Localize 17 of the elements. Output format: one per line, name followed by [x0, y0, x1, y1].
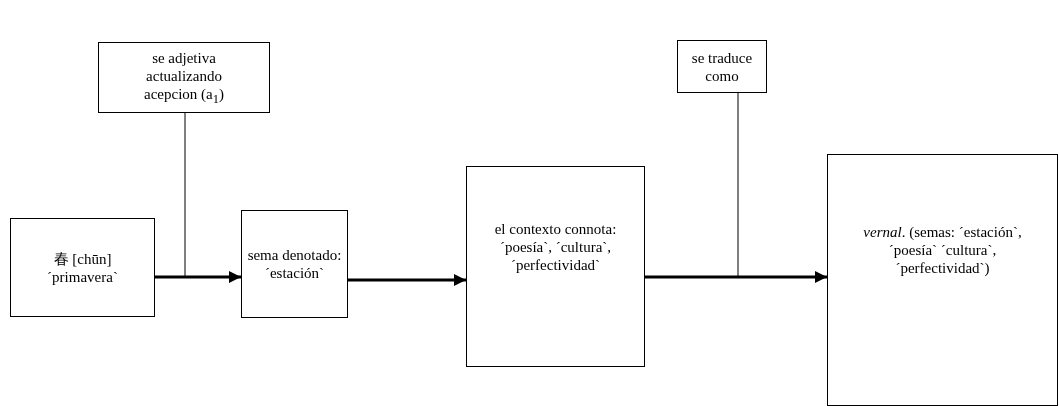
process-box [466, 166, 645, 367]
arrow [348, 274, 466, 286]
note-box [677, 40, 767, 93]
node-text: sema denotado: ´estación` [246, 246, 343, 282]
leader-line [184, 112, 186, 278]
arrow [645, 271, 827, 283]
word-box [10, 218, 155, 317]
arrow [155, 271, 241, 283]
note-box [98, 42, 270, 113]
node-text: se adjetiva actualizando acepcion (a$_{1}$) [143, 48, 225, 107]
process-box [827, 154, 1058, 406]
node-text: el contexto connota: ´poesía`, ´cultura`, ´perfectividad` [493, 219, 618, 274]
leader-line [737, 92, 739, 278]
node-text: 春 [chūn] ´primavera` [46, 249, 119, 286]
process-box [241, 210, 348, 318]
node-text: vernal. (semas: ´estación`, ´poesía` ´cultura`, ´perfectividad`) [862, 223, 1023, 277]
node-text: se traduce como [690, 48, 754, 85]
